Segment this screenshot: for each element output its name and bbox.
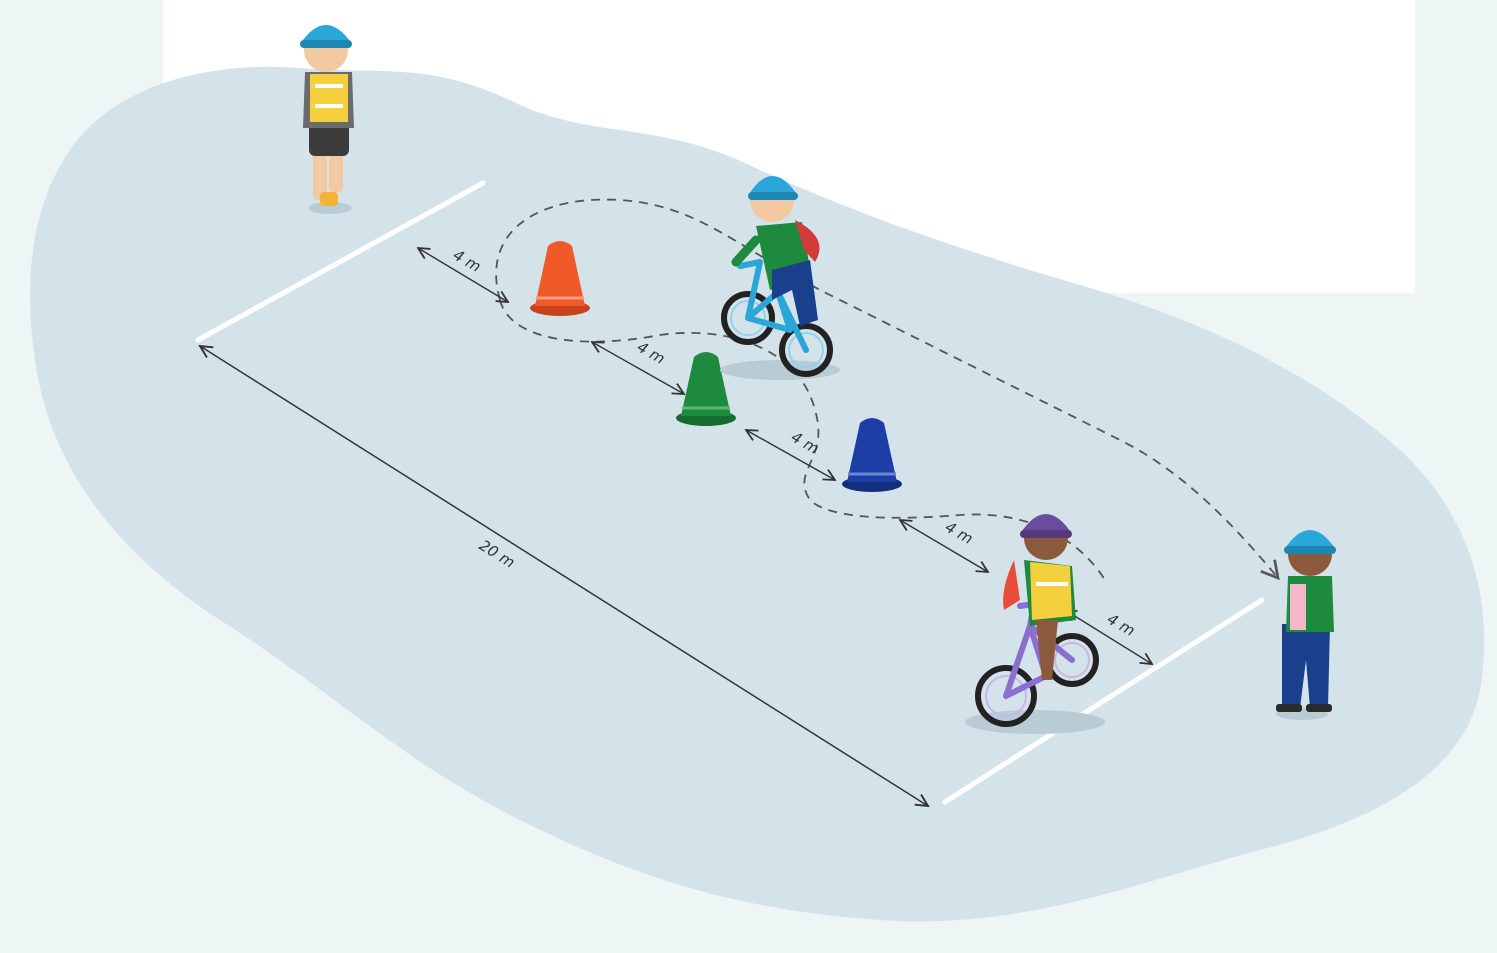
course-illustration: 20 m 4 m 4 m 4 m 4 m 4 m [0,0,1497,953]
cycling-course-diagram: 20 m 4 m 4 m 4 m 4 m 4 m [0,0,1497,953]
